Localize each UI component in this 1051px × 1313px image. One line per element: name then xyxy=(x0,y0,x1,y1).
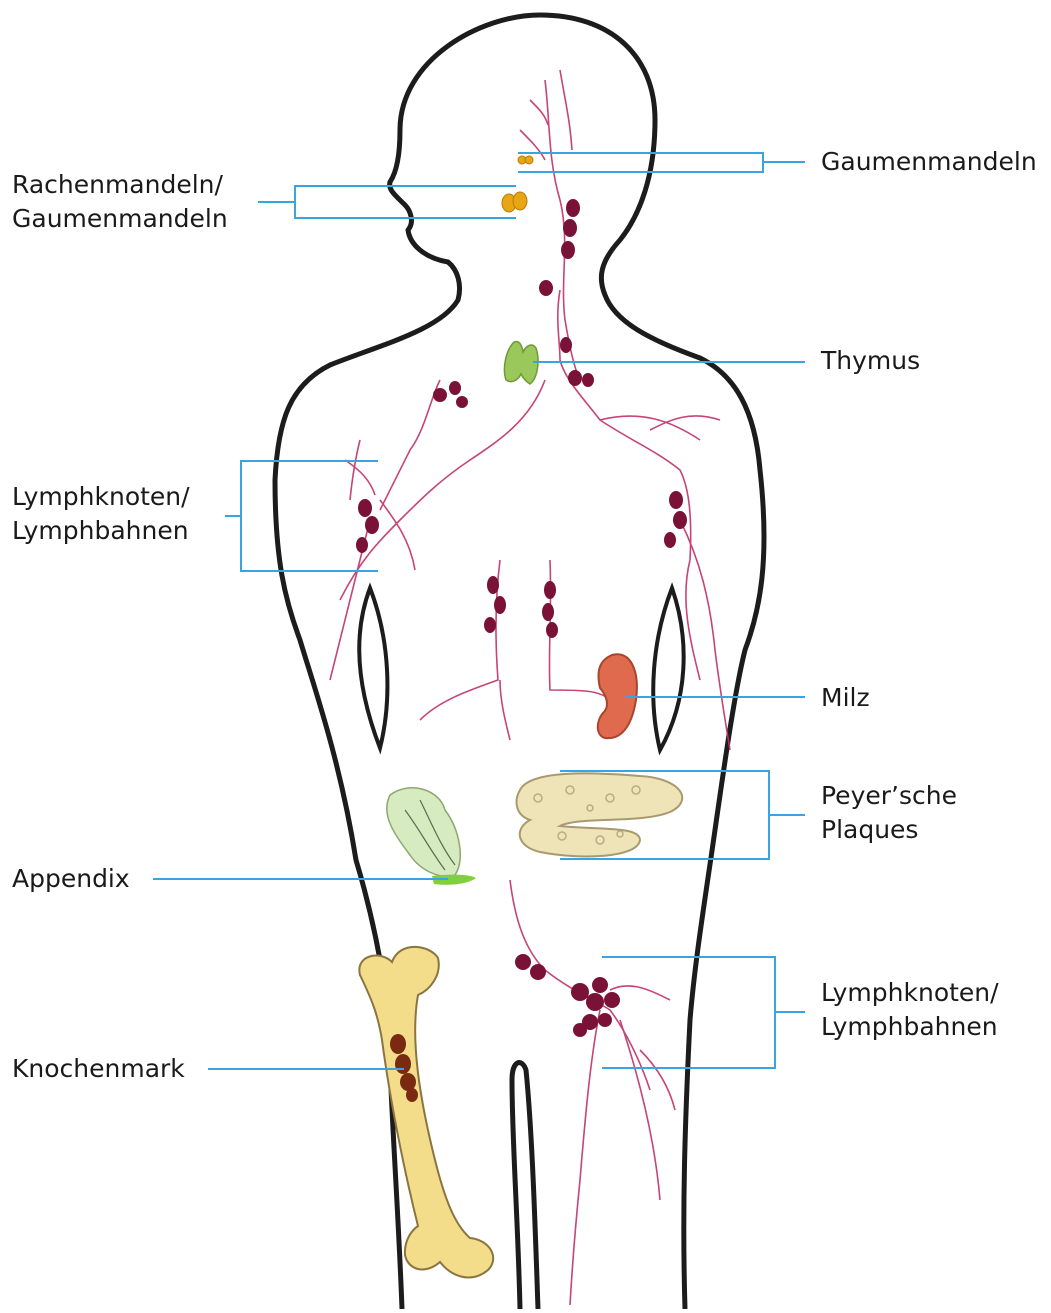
label-peyer: Peyer’sche Plaques xyxy=(821,779,957,847)
label-gaumenmandeln: Gaumenmandeln xyxy=(821,145,1037,179)
label-appendix: Appendix xyxy=(12,862,130,896)
label-lymph-lower-line2: Lymphbahnen xyxy=(821,1010,999,1044)
label-lymph-upper-line2: Lymphbahnen xyxy=(12,514,190,548)
label-knochenmark-text: Knochenmark xyxy=(12,1052,185,1086)
label-rachenmandeln-line2: Gaumenmandeln xyxy=(12,202,228,236)
label-rachenmandeln: Rachenmandeln/ Gaumenmandeln xyxy=(12,168,228,236)
label-appendix-text: Appendix xyxy=(12,862,130,896)
label-knochenmark: Knochenmark xyxy=(12,1052,185,1086)
label-lymph-lower: Lymphknoten/ Lymphbahnen xyxy=(821,976,999,1044)
label-milz: Milz xyxy=(821,681,870,715)
label-peyer-line1: Peyer’sche xyxy=(821,779,957,813)
label-lymph-upper-line1: Lymphknoten/ xyxy=(12,480,190,514)
label-thymus-text: Thymus xyxy=(821,344,920,378)
label-thymus: Thymus xyxy=(821,344,920,378)
label-lymph-lower-line1: Lymphknoten/ xyxy=(821,976,999,1010)
label-milz-text: Milz xyxy=(821,681,870,715)
label-lymph-upper: Lymphknoten/ Lymphbahnen xyxy=(12,480,190,548)
label-gaumenmandeln-text: Gaumenmandeln xyxy=(821,145,1037,179)
label-peyer-line2: Plaques xyxy=(821,813,957,847)
label-rachenmandeln-line1: Rachenmandeln/ xyxy=(12,168,228,202)
